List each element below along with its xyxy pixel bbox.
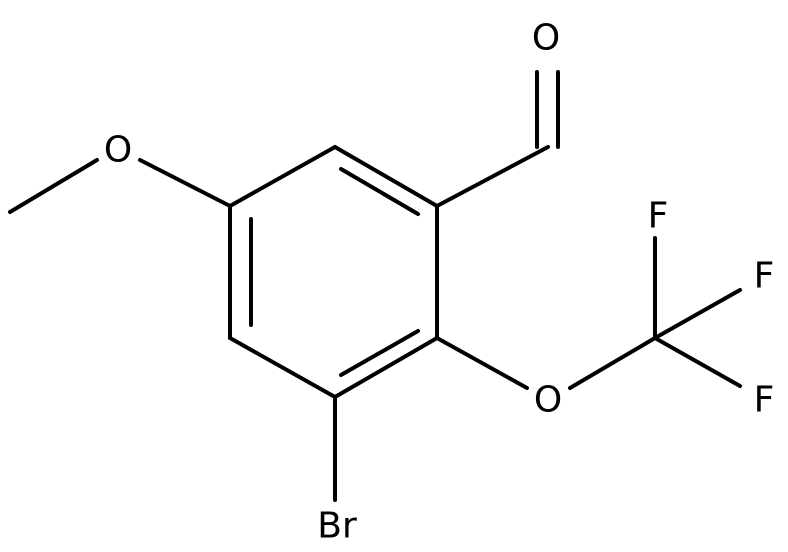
aldehyde-group: O — [435, 18, 560, 208]
ring-bond-c3-c4 — [333, 336, 439, 399]
bond-ring-to-ether-oxygen — [435, 336, 529, 390]
ring-bond-c1-c2 — [333, 145, 439, 208]
ring-bond-c3-c4-inner — [339, 329, 420, 377]
bond-ring-to-methoxy-oxygen — [138, 158, 232, 208]
ether-oxygen-label: O — [534, 380, 562, 421]
fluorine-2-label: F — [754, 256, 775, 297]
aldehyde-oxygen-label: O — [532, 18, 560, 59]
methoxy-group: O — [8, 130, 232, 214]
bond-methoxy-oxygen-to-methyl — [8, 158, 99, 214]
bond-ether-oxygen-to-cf3-carbon — [568, 336, 657, 390]
methoxy-oxygen-label: O — [104, 130, 132, 171]
fluorine-1-label: F — [648, 196, 669, 237]
bromine-label: Br — [317, 506, 357, 547]
benzene-ring — [228, 145, 439, 399]
trifluoromethoxy-group: O F F F — [435, 196, 775, 421]
bond-ring-to-aldehyde-carbon — [435, 145, 550, 208]
fluorine-3-label: F — [754, 380, 775, 421]
ring-bond-c1-c2-inner — [339, 167, 420, 216]
bromo-substituent: Br — [317, 395, 357, 547]
ring-bond-c4-c5 — [228, 336, 337, 399]
bond-cf3-to-fluorine-3 — [653, 336, 742, 388]
bond-cf3-to-fluorine-2 — [653, 288, 742, 340]
ring-bond-c6-c1 — [228, 145, 337, 208]
